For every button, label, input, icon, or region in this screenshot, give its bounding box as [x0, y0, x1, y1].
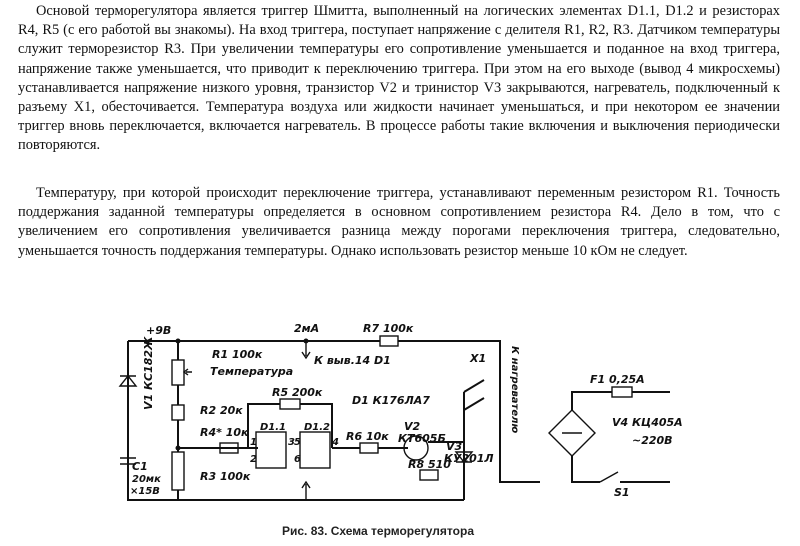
r7-resistor	[379, 335, 399, 347]
v2-transistor	[403, 435, 429, 461]
arrow-pin7	[301, 480, 311, 500]
label-mains: ~220В	[632, 434, 673, 447]
label-heater: К нагревателю	[509, 346, 520, 433]
label-v2-type: КТ605Б	[398, 432, 446, 445]
power-wire	[220, 392, 465, 501]
r2-resistor	[171, 404, 185, 421]
label-r4: R4* 10к	[200, 426, 249, 439]
label-pin2: 2	[250, 454, 257, 465]
r6-resistor	[359, 442, 379, 454]
label-r2: R2 20к	[200, 404, 243, 417]
r1-resistor	[171, 359, 185, 386]
r8-resistor	[419, 469, 439, 481]
d11-gate	[255, 431, 287, 469]
figure-caption: Рис. 83. Схема терморегулятора	[282, 524, 474, 538]
label-current: 2мА	[294, 322, 319, 335]
label-v3: V3	[446, 440, 463, 453]
label-r6: R6 10к	[346, 430, 389, 443]
r4-resistor	[219, 442, 239, 454]
s1-switch	[599, 471, 619, 483]
label-r8: R8 510	[408, 458, 451, 471]
label-v2: V2	[404, 420, 421, 433]
label-d11: D1.1	[260, 422, 286, 433]
label-pin5: 5	[294, 437, 301, 448]
label-r7: R7 100к	[363, 322, 414, 335]
c1-capacitor	[120, 457, 136, 465]
v3-thyristor	[454, 451, 474, 464]
label-supply: +9В	[146, 324, 171, 337]
feedback-wire	[247, 403, 333, 448]
v1-zener	[118, 374, 138, 387]
r1-wiper	[182, 368, 192, 376]
d12-gate	[299, 431, 331, 469]
paragraph-1: Основой терморегулятора является триггер…	[18, 3, 780, 154]
label-d12: D1.2	[304, 422, 330, 433]
v4-bridge	[548, 409, 596, 457]
label-pin4: 4	[331, 437, 339, 448]
label-s1: S1	[614, 486, 630, 499]
mains-wire	[571, 391, 670, 483]
label-c1-voltage: ×15В	[130, 486, 160, 497]
label-r1: R1 100к	[212, 348, 263, 361]
top-rail-wire	[128, 340, 501, 392]
x1-connector	[463, 379, 540, 483]
left-rail-wire	[127, 341, 220, 501]
label-v3-type: КУ201Л	[444, 452, 494, 465]
label-pin1: 1	[250, 437, 257, 448]
arrow-current	[301, 341, 311, 360]
label-v1: V1 КС182Ж	[142, 336, 155, 410]
label-pin14: К выв.14 D1	[314, 354, 391, 367]
label-c1-value: 20мк	[132, 474, 161, 485]
r5-resistor	[279, 398, 301, 410]
label-v4: V4 КЦ405А	[612, 416, 683, 429]
label-pin3: 3	[288, 437, 295, 448]
label-r3: R3 100к	[200, 470, 251, 483]
label-x1: X1	[469, 352, 486, 365]
f1-fuse	[611, 386, 633, 398]
paragraph-2: Температуру, при которой происходит пере…	[18, 185, 780, 259]
r3-thermistor	[171, 451, 185, 491]
label-r5: R5 200к	[272, 386, 323, 399]
label-d1: D1 К176ЛА7	[352, 394, 430, 407]
label-c1-name: C1	[132, 460, 148, 473]
label-r1-note: Температура	[210, 365, 293, 378]
label-pin6: 6	[294, 454, 301, 465]
label-f1: F1 0,25А	[590, 373, 645, 386]
